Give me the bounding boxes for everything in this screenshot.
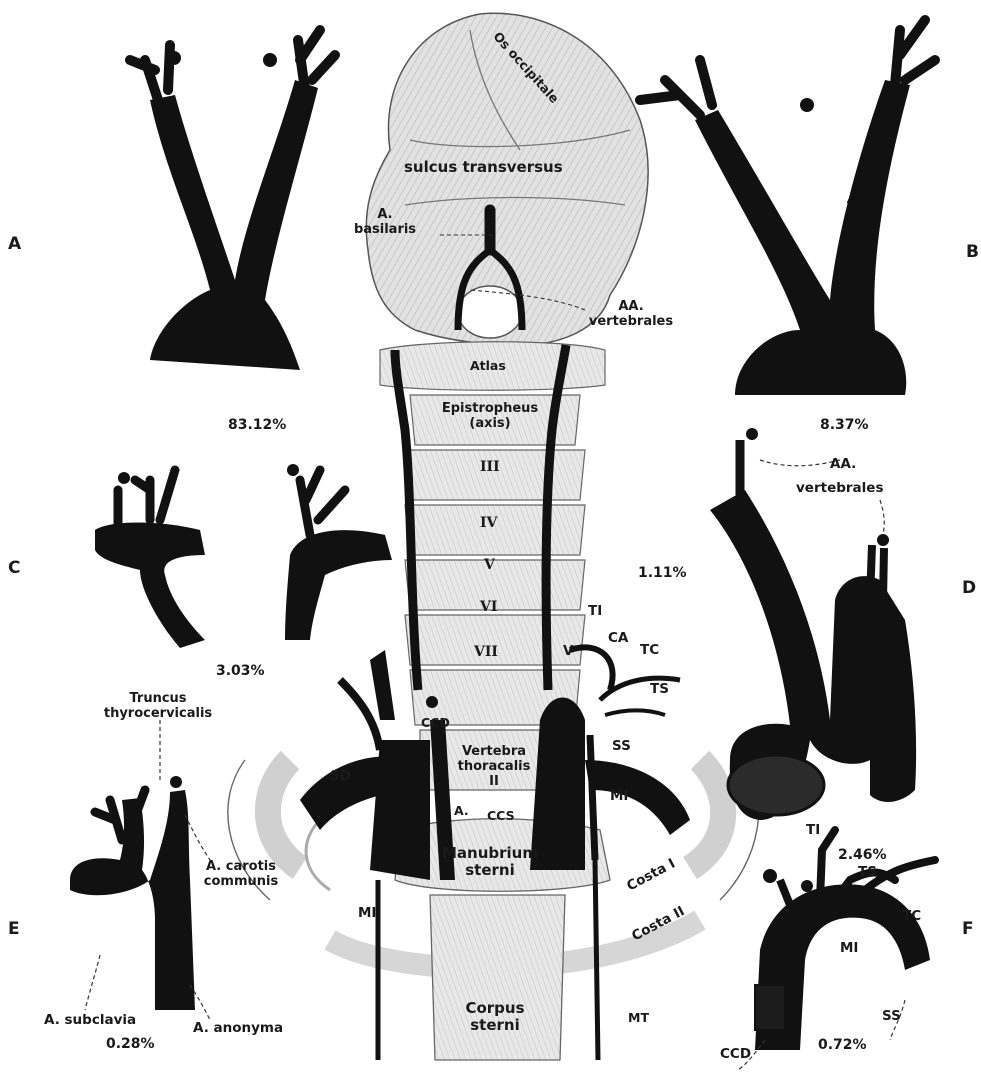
center-mi-left-label: MI bbox=[358, 907, 376, 921]
percent-d-aside: 1.11% bbox=[638, 566, 687, 580]
d-vertebrales-label: vertebrales bbox=[796, 482, 883, 496]
e-anonyma-label: A. anonyma bbox=[193, 1022, 283, 1036]
center-mi-right-label: MI bbox=[610, 790, 628, 804]
e-truncus-label: Truncus thyrocervicalis bbox=[78, 692, 238, 722]
center-ti-label: TI bbox=[588, 605, 602, 619]
center-vertebrales-label: AA. vertebrales bbox=[576, 300, 686, 330]
center-v-label: V bbox=[563, 645, 573, 659]
os-occipitale-bone bbox=[366, 13, 648, 345]
f-tc-label: TC bbox=[902, 910, 921, 924]
d-vertebrales-aa: AA. bbox=[830, 458, 856, 472]
panel-letter-c: C bbox=[8, 560, 20, 577]
percent-f: 0.72% bbox=[818, 1038, 867, 1052]
center-a-label: A. bbox=[454, 805, 469, 818]
center-ccs-label: CCS bbox=[487, 810, 515, 823]
vertebra-vii: VII bbox=[474, 645, 498, 659]
percent-b: 8.37% bbox=[820, 418, 869, 432]
percent-c: 3.03% bbox=[216, 664, 265, 678]
e-subclavia-label: A. subclavia bbox=[44, 1014, 136, 1028]
center-mt-label: MT bbox=[628, 1012, 649, 1025]
panel-letter-a: A bbox=[8, 236, 21, 253]
f-ts-label: TS bbox=[858, 866, 877, 880]
panel-letter-e: E bbox=[8, 921, 20, 938]
center-ts-label: TS bbox=[650, 683, 669, 697]
center-ccd-label: CCD bbox=[421, 717, 450, 730]
center-ca-label: CA bbox=[608, 632, 628, 646]
variant-b-artery bbox=[640, 20, 935, 395]
panel-letter-d: D bbox=[962, 580, 976, 597]
vertebra-thoracalis-label: Vertebra thoracalis II bbox=[444, 745, 544, 790]
center-ss-label: SS bbox=[612, 740, 631, 754]
panel-letter-f: F bbox=[962, 921, 974, 938]
epistropheus-label: Epistropheus (axis) bbox=[430, 402, 550, 432]
f-ti-label: TI bbox=[806, 824, 820, 838]
panel-letter-b: B bbox=[966, 244, 979, 261]
percent-a: 83.12% bbox=[228, 418, 286, 432]
basilaris-label: A. basilaris bbox=[350, 208, 420, 238]
center-sd-label: SD bbox=[330, 770, 351, 784]
f-mi-label: MI bbox=[840, 942, 858, 956]
vertebra-iii: III bbox=[480, 460, 500, 474]
e-carotis-label: A. carotis communis bbox=[186, 860, 296, 890]
atlas-label: Atlas bbox=[470, 360, 506, 373]
sulcus-label: sulcus transversus bbox=[404, 160, 563, 175]
center-tc-label: TC bbox=[640, 644, 659, 658]
corpus-sterni-label: Corpus sterni bbox=[440, 1000, 550, 1035]
manubrium-label: Manubrium sterni bbox=[420, 845, 560, 880]
vertebra-vi: VI bbox=[480, 600, 497, 614]
variant-a-artery bbox=[130, 30, 335, 370]
f-ccd-label: CCD bbox=[720, 1048, 751, 1062]
f-ss-label: SS bbox=[882, 1010, 901, 1024]
percent-d: 2.46% bbox=[838, 848, 887, 862]
variant-f-artery bbox=[738, 830, 935, 1070]
variant-c-artery bbox=[95, 464, 392, 648]
percent-e: 0.28% bbox=[106, 1037, 155, 1051]
vertebra-iv: IV bbox=[480, 516, 497, 530]
vertebra-v: V bbox=[484, 558, 495, 572]
